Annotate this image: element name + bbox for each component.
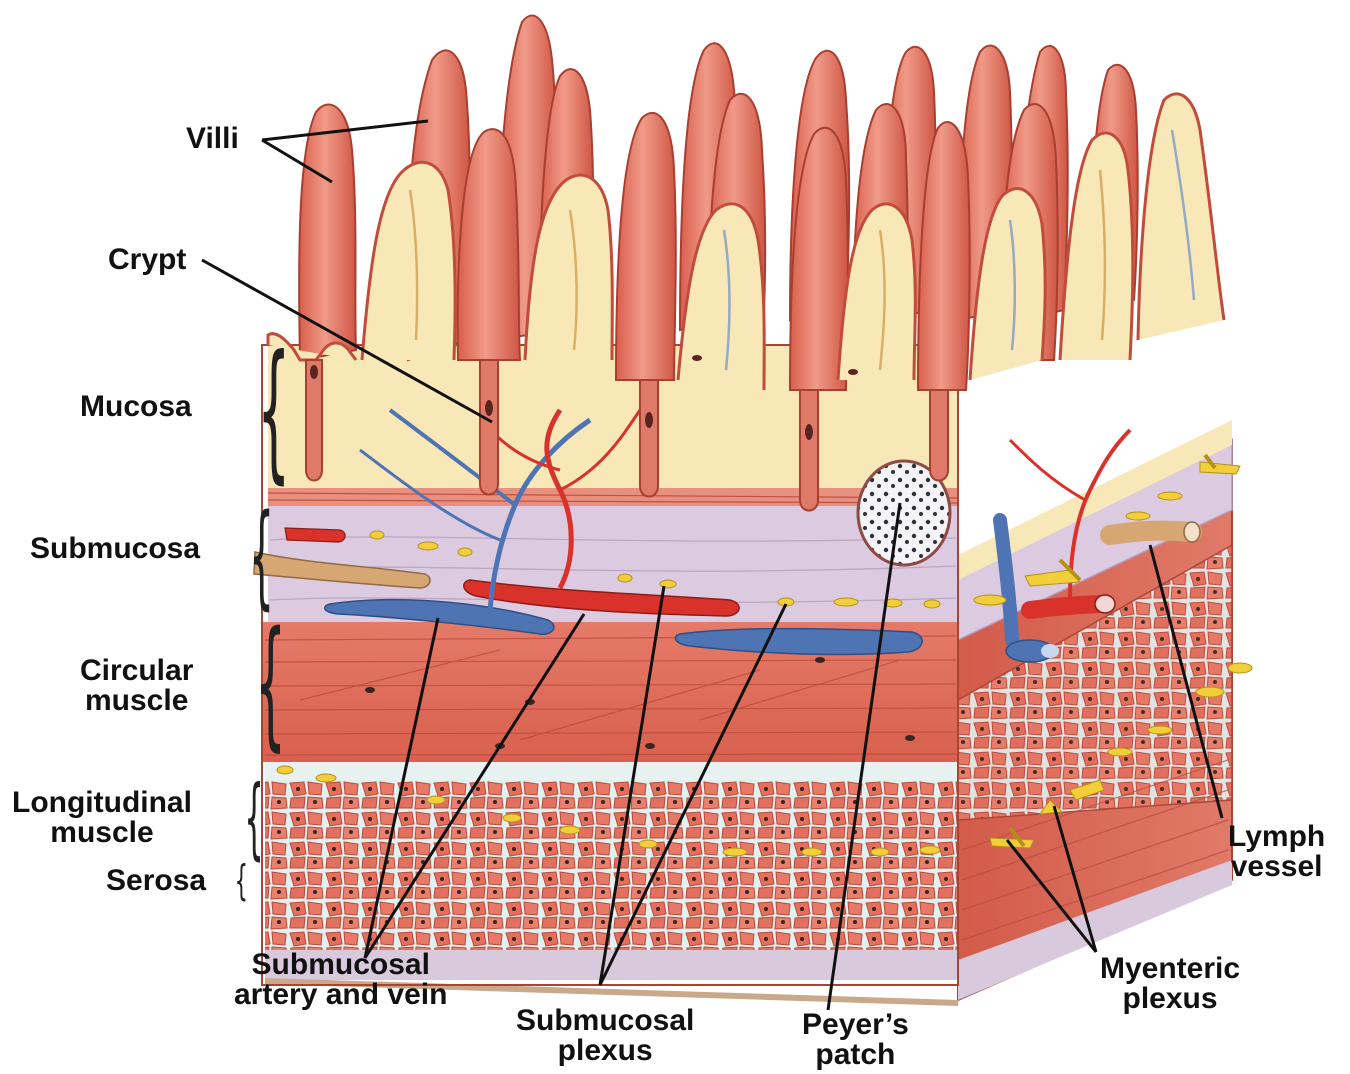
- lymph-vessel-label: Lymph vessel: [1228, 822, 1325, 882]
- submucosal-plexus-label: Submucosal plexus: [516, 1006, 694, 1066]
- circular-muscle-brace: {: [255, 614, 286, 754]
- mucosa-brace: {: [257, 336, 290, 486]
- crypt-label: Crypt: [108, 245, 186, 275]
- serosa-label: Serosa: [106, 866, 206, 896]
- submucosal-artery-vein-label: Submucosal artery and vein: [234, 950, 447, 1010]
- longitudinal-muscle-brace: {: [244, 774, 264, 862]
- submucosal-plexus-label-line1: Submucosal: [516, 1006, 694, 1036]
- lymph-vessel-label-line1: Lymph: [1228, 822, 1325, 852]
- submucosal-artery-vein-label-line1: Submucosal: [234, 950, 447, 980]
- submucosal-plexus-label-line2: plexus: [516, 1036, 694, 1066]
- circular-muscle-label: Circular muscle: [80, 656, 193, 716]
- serosa-brace: {: [235, 860, 248, 902]
- circular-muscle-label-line2: muscle: [80, 686, 193, 716]
- submucosa-label: Submucosa: [30, 534, 200, 564]
- longitudinal-muscle-label-line1: Longitudinal: [12, 788, 192, 818]
- villi-label: Villi: [186, 124, 239, 154]
- myenteric-plexus-label-line1: Myenteric: [1100, 954, 1240, 984]
- circular-muscle-label-line1: Circular: [80, 656, 193, 686]
- side-face: [958, 420, 1232, 1000]
- peyers-patch-label: Peyer’s patch: [802, 1010, 909, 1070]
- submucosa-brace: {: [249, 500, 274, 612]
- mucosa-label: Mucosa: [80, 392, 192, 422]
- peyers-patch-label-line2: patch: [802, 1040, 909, 1070]
- longitudinal-muscle-label-line2: muscle: [12, 818, 192, 848]
- submucosal-artery-vein-label-line2: artery and vein: [234, 980, 447, 1010]
- peyers-patch-label-line1: Peyer’s: [802, 1010, 909, 1040]
- myenteric-plexus-label: Myenteric plexus: [1100, 954, 1240, 1014]
- lymph-vessel-label-line2: vessel: [1228, 852, 1325, 882]
- longitudinal-muscle-label: Longitudinal muscle: [12, 788, 192, 848]
- myenteric-plexus-label-line2: plexus: [1100, 984, 1240, 1014]
